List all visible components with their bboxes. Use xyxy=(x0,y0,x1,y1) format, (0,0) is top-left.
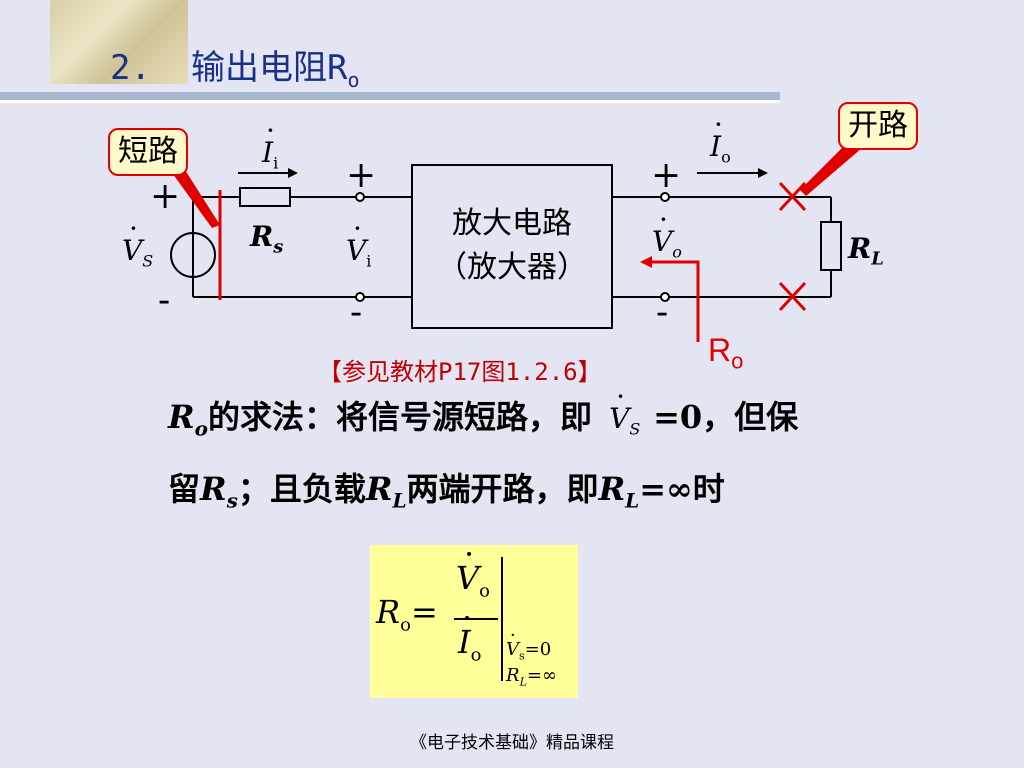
title-text: 输出电阻R xyxy=(190,48,348,88)
title-subscript: o xyxy=(347,67,360,92)
open-callout-pointer xyxy=(800,140,862,196)
vs-inline-symbol: ·VS xyxy=(609,380,641,439)
formula-condition-vs: ·Vs=0 xyxy=(506,625,552,663)
ro-indicator-label: Ro xyxy=(708,332,744,374)
slide-title: 2. 输出电阻Ro xyxy=(110,40,359,92)
formula-lhs: Ro= xyxy=(376,593,438,636)
rl-label: RL xyxy=(848,232,884,270)
rs-resistor xyxy=(239,187,291,207)
short-callout-pointer xyxy=(170,170,220,228)
input-voltage-label: ·Vi xyxy=(346,212,372,271)
formula-numerator: ·Vo xyxy=(456,535,490,602)
ro-pointer xyxy=(648,260,700,342)
header-divider-highlight xyxy=(0,100,780,103)
body-line-1: Ro的求法：将信号源短路，即 ·VS =0，但保 xyxy=(168,380,799,441)
header-divider xyxy=(0,92,780,100)
amplifier-label: 放大电路 （放大器） xyxy=(412,202,612,290)
source-voltage-label: ·VS xyxy=(122,212,154,271)
body-line-2: 留Rs；且负载RL两端开路，即RL=∞时 xyxy=(168,470,725,513)
terminal-out-top xyxy=(660,192,670,202)
input-current-label: ·Ii xyxy=(262,114,279,173)
corner-decoration-image xyxy=(50,0,188,84)
formula-drawing xyxy=(454,557,503,681)
terminal-in-bottom xyxy=(355,292,365,302)
output-current-label: ·Io xyxy=(710,108,731,167)
course-footer: 《电子技术基础》精品课程 xyxy=(410,733,614,753)
terminal-out-bottom xyxy=(660,292,670,302)
output-voltage-label: ·Vo xyxy=(652,203,682,262)
amplifier-label-line2: （放大器） xyxy=(437,250,587,285)
title-number: 2. xyxy=(110,48,151,88)
rl-resistor xyxy=(820,221,842,271)
source-plus-sign: + xyxy=(150,176,181,217)
formula-denominator: ·Io xyxy=(458,599,482,666)
output-minus-sign: - xyxy=(656,292,669,333)
ro-formula-box: Ro= ·Vo ·Io ·Vs=0 RL=∞ xyxy=(370,535,578,698)
terminal-in-top xyxy=(355,192,365,202)
input-minus-sign: - xyxy=(350,292,363,333)
amplifier-box xyxy=(411,164,613,329)
short-circuit-callout: 短路 xyxy=(108,128,188,176)
output-plus-sign: + xyxy=(651,155,682,196)
textbook-reference: 【参见教材P17图1.2.6】 xyxy=(318,358,602,386)
amplifier-label-line1: 放大电路 xyxy=(452,206,572,241)
rs-label: Rs xyxy=(250,220,284,258)
open-circuit-callout: 开路 xyxy=(838,102,918,150)
formula-condition-rl: RL=∞ xyxy=(506,665,557,689)
source-minus-sign: - xyxy=(158,280,171,321)
input-plus-sign: + xyxy=(346,155,377,196)
